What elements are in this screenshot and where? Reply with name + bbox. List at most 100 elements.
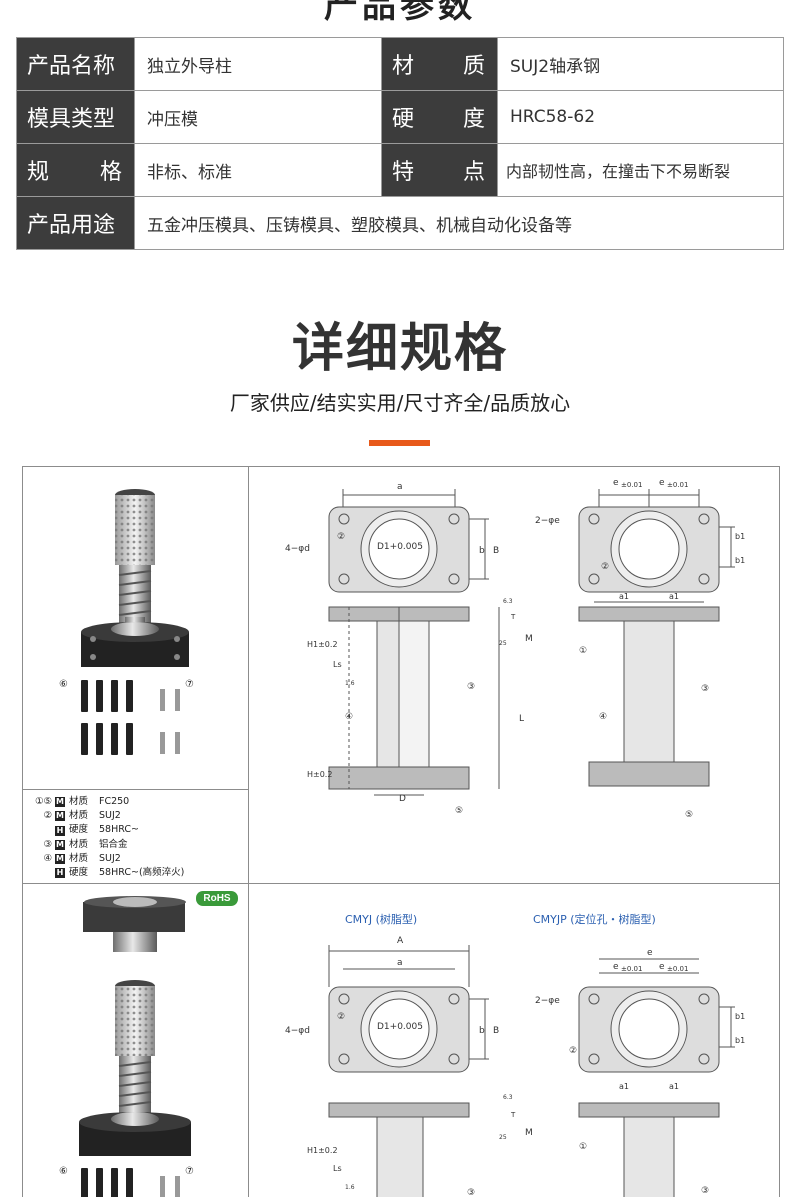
table-row: 产品名称 独立外导柱 材质 SUJ2轴承钢 xyxy=(16,37,784,91)
dim-label: 4−φd xyxy=(285,544,310,554)
part-label: ② xyxy=(337,1012,345,1022)
part-label: ⑦ xyxy=(185,1166,194,1177)
table-row: 产品用途 五金冲压模具、压铸模具、塑胶模具、机械自动化设备等 xyxy=(16,196,784,250)
dim-label: D1+0.005 xyxy=(377,1022,423,1032)
part-label: ⑤ xyxy=(685,810,693,820)
dim-label: 25 xyxy=(499,1134,507,1141)
dim-label: T xyxy=(510,613,516,621)
dim-label: B xyxy=(493,546,499,556)
spec-value: HRC58-62 xyxy=(497,90,784,144)
divider xyxy=(23,789,249,790)
accent-divider xyxy=(369,440,430,446)
spec-label: 特点 xyxy=(381,143,498,197)
dim-label: T xyxy=(510,1111,516,1119)
dim-label: 1.6 xyxy=(345,680,355,687)
dim-label: H1±0.2 xyxy=(307,1146,338,1155)
dim-label: a1 xyxy=(669,1082,679,1091)
part-label: ④ xyxy=(345,712,353,722)
part-label: ① xyxy=(579,646,587,656)
dim-label: ±0.01 xyxy=(621,965,642,973)
dim-label: e xyxy=(647,948,653,958)
part-label: ① xyxy=(579,1142,587,1152)
dim-label: b xyxy=(479,546,485,556)
dim-label: ±0.01 xyxy=(621,481,642,489)
part-label: ② xyxy=(337,532,345,542)
dim-label: A xyxy=(397,936,404,946)
spec-value: 内部韧性高，在撞击下不易断裂 xyxy=(497,143,784,197)
table-row: 模具类型 冲压模 硬度 HRC58-62 xyxy=(16,90,784,144)
dim-label: Ls xyxy=(333,1164,342,1173)
dim-label: e xyxy=(613,962,619,972)
spec-value: SUJ2轴承钢 xyxy=(497,37,784,91)
caption-cmyj: CMYJ (树脂型) xyxy=(345,913,418,926)
dim-label: 6.3 xyxy=(503,598,513,605)
dim-label: Ls xyxy=(333,660,342,669)
part-label: ⑤ xyxy=(455,806,463,816)
dim-label: 25 xyxy=(499,640,507,647)
dim-label: e xyxy=(659,478,665,488)
dim-label: L xyxy=(519,714,524,724)
part-label: ② xyxy=(569,1046,577,1056)
part-label: ⑥ xyxy=(59,679,68,690)
technical-drawing-top: a B b 4−φd D1+0.005 ② e e ±0.01 ±0.01 2−… xyxy=(285,478,745,820)
section-title: 详细规格 xyxy=(291,319,508,379)
dim-label: ±0.01 xyxy=(667,965,688,973)
dim-label: 4−φd xyxy=(285,1026,310,1036)
dim-label: M xyxy=(525,634,533,644)
dim-label: b1 xyxy=(735,1012,745,1021)
spec-value: 独立外导柱 xyxy=(134,37,382,91)
spec-label: 模具类型 xyxy=(16,90,135,144)
spec-label: 材质 xyxy=(381,37,498,91)
technical-drawing-bottom: A a B b 4−φd D1+0.005 ② e e e ±0.01 ±0.0… xyxy=(285,936,745,1197)
part-label: ③ xyxy=(701,684,709,694)
guide-post-image-2: ⑥ ⑦ xyxy=(59,896,194,1197)
part-label: ④ xyxy=(599,712,607,722)
dim-label: D1+0.005 xyxy=(377,542,423,552)
rohs-badge: RoHS xyxy=(196,891,238,906)
page-title: 产品参数 xyxy=(324,0,476,25)
part-label: ⑥ xyxy=(59,1166,68,1177)
divider xyxy=(248,467,249,1197)
dim-label: e xyxy=(659,962,665,972)
dim-label: b xyxy=(479,1026,485,1036)
dim-label: ±0.01 xyxy=(667,481,688,489)
dim-label: 2−φe xyxy=(535,516,560,526)
dim-label: H1±0.2 xyxy=(307,640,338,649)
part-label: ③ xyxy=(701,1186,709,1196)
part-label: ⑦ xyxy=(185,679,194,690)
divider xyxy=(23,883,779,884)
dim-label: a xyxy=(397,482,403,492)
dim-label: b1 xyxy=(735,532,745,541)
spec-value: 非标、标准 xyxy=(134,143,382,197)
section-subtitle: 厂家供应/结实实用/尺寸齐全/品质放心 xyxy=(229,391,571,415)
dim-label: a1 xyxy=(619,1082,629,1091)
spec-label: 产品用途 xyxy=(16,196,135,250)
dim-label: 1.6 xyxy=(345,1184,355,1191)
dim-label: B xyxy=(493,1026,499,1036)
table-row: 规格 非标、标准 特点 内部韧性高，在撞击下不易断裂 xyxy=(16,143,784,197)
guide-post-image: ⑥ ⑦ xyxy=(59,489,194,755)
dim-label: 6.3 xyxy=(503,1094,513,1101)
dim-label: H±0.2 xyxy=(307,770,332,779)
spec-label: 产品名称 xyxy=(16,37,135,91)
dim-label: e xyxy=(613,478,619,488)
dim-label: 2−φe xyxy=(535,996,560,1006)
part-label: ② xyxy=(601,562,609,572)
dim-label: M xyxy=(525,1128,533,1138)
dim-label: a1 xyxy=(669,592,679,601)
spec-value: 冲压模 xyxy=(134,90,382,144)
part-label: ③ xyxy=(467,682,475,692)
part-label: ③ xyxy=(467,1188,475,1197)
dim-label: D xyxy=(399,794,406,804)
dim-label: b1 xyxy=(735,1036,745,1045)
dim-label: a1 xyxy=(619,592,629,601)
spec-label: 硬度 xyxy=(381,90,498,144)
